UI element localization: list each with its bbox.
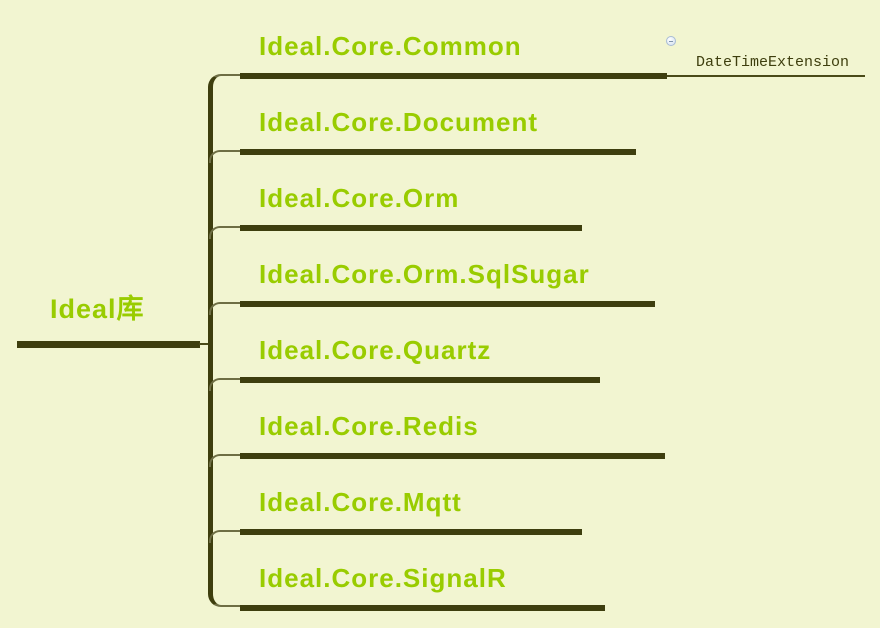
node-ideal-core-quartz[interactable]: Ideal.Core.Quartz <box>259 335 492 365</box>
node-ideal-core-orm[interactable]: Ideal.Core.Orm <box>259 183 460 213</box>
branch-elbow <box>209 378 241 391</box>
root-node-underline <box>17 341 200 348</box>
node-ideal-core-common[interactable]: Ideal.Core.Common <box>259 31 522 61</box>
branch-spine <box>208 74 244 607</box>
node-underline <box>240 529 582 535</box>
node-underline <box>240 73 667 79</box>
node-underline <box>240 453 665 459</box>
node-underline <box>240 605 605 611</box>
branch-elbow <box>209 454 241 467</box>
root-branch-connector <box>199 343 210 345</box>
branch-elbow <box>209 530 241 543</box>
node-underline <box>240 149 636 155</box>
minus-circle-icon[interactable] <box>666 36 676 46</box>
node-ideal-core-document[interactable]: Ideal.Core.Document <box>259 107 539 137</box>
node-ideal-core-orm-sqlsugar[interactable]: Ideal.Core.Orm.SqlSugar <box>259 259 590 289</box>
node-underline <box>240 377 600 383</box>
branch-elbow <box>209 226 241 239</box>
branch-elbow <box>209 150 241 163</box>
node-datetimeextension[interactable]: DateTimeExtension <box>696 54 850 71</box>
root-node-label[interactable]: Ideal库 <box>50 294 145 324</box>
node-underline <box>240 301 655 307</box>
node-ideal-core-redis[interactable]: Ideal.Core.Redis <box>259 411 479 441</box>
node-ideal-core-mqtt[interactable]: Ideal.Core.Mqtt <box>259 487 462 517</box>
node-underline <box>240 225 582 231</box>
node-ideal-core-signalr[interactable]: Ideal.Core.SignalR <box>259 563 507 593</box>
leaf-branch-line <box>667 75 865 77</box>
branch-elbow <box>209 302 241 315</box>
